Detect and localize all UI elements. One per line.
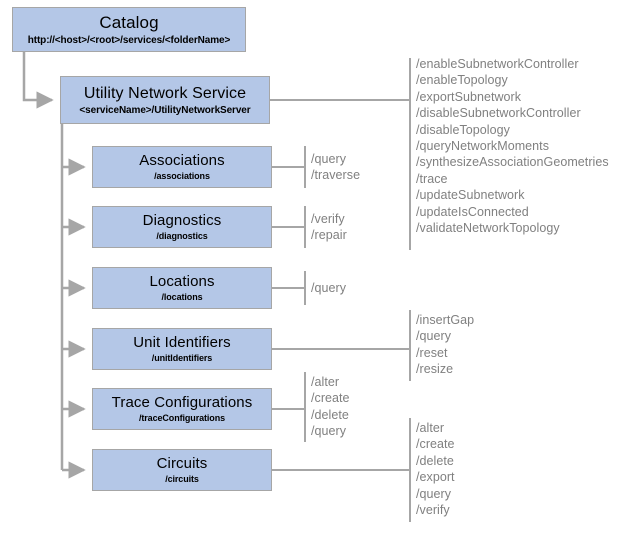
- operations-list-utility-network-service: /enableSubnetworkController /enableTopol…: [416, 56, 609, 236]
- operation-item: /disableTopology: [416, 122, 510, 137]
- operation-item: /updateSubnetwork: [416, 188, 525, 203]
- node-diagnostics-title: Diagnostics: [142, 212, 222, 229]
- operation-item: /repair: [311, 228, 347, 243]
- node-unit-identifiers-path: /unitIdentifiers: [151, 353, 213, 363]
- node-utility-network-service-title: Utility Network Service: [83, 84, 247, 102]
- operation-item: /delete: [311, 407, 349, 422]
- node-circuits-title: Circuits: [156, 455, 208, 472]
- operation-item: /reset: [416, 345, 448, 360]
- operation-item: /enableTopology: [416, 73, 508, 88]
- node-catalog[interactable]: Catalog http://<host>/<root>/services/<f…: [12, 7, 246, 52]
- operation-item: /export: [416, 470, 455, 485]
- operations-list-trace-configurations: /alter /create /delete /query: [311, 374, 350, 440]
- operation-item: /updateIsConnected: [416, 204, 529, 219]
- operation-item: /resize: [416, 362, 454, 377]
- node-unit-identifiers-title: Unit Identifiers: [133, 334, 231, 351]
- operations-list-circuits: /alter /create /delete /export /query /v…: [416, 420, 455, 518]
- edge-catalog-to-service: [22, 52, 54, 109]
- node-diagnostics[interactable]: Diagnostics /diagnostics: [92, 206, 272, 248]
- node-unit-identifiers[interactable]: Unit Identifiers /unitIdentifiers: [92, 328, 272, 370]
- operation-item: /create: [416, 437, 455, 452]
- node-locations-title: Locations: [149, 273, 215, 290]
- node-catalog-title: Catalog: [99, 12, 159, 32]
- operation-item: /disableSubnetworkController: [416, 106, 581, 121]
- operation-item: /alter: [311, 375, 340, 389]
- operation-item: /traverse: [311, 168, 361, 183]
- operation-item: /query: [416, 329, 452, 344]
- node-associations[interactable]: Associations /associations: [92, 146, 272, 188]
- operations-list-diagnostics: /verify /repair: [311, 211, 347, 244]
- operation-item: /insertGap: [416, 313, 475, 327]
- node-trace-configurations-title: Trace Configurations: [111, 394, 253, 411]
- operations-list-associations: /query /traverse: [311, 151, 360, 184]
- node-circuits[interactable]: Circuits /circuits: [92, 449, 272, 491]
- operation-item: /synthesizeAssociationGeometries: [416, 155, 609, 170]
- operation-item: /delete: [416, 453, 454, 468]
- operation-item: /alter: [416, 421, 445, 435]
- operation-item: /create: [311, 391, 350, 406]
- operation-item: /verify: [416, 502, 450, 517]
- node-catalog-path: http://<host>/<root>/services/<folderNam…: [27, 34, 231, 46]
- operation-item: /exportSubnetwork: [416, 89, 522, 104]
- operation-item: /verify: [311, 212, 345, 226]
- operation-item: /queryNetworkMoments: [416, 138, 549, 153]
- node-utility-network-service-path: <serviceName>/UtilityNetworkServer: [79, 104, 251, 116]
- operations-list-locations: /query: [311, 280, 346, 296]
- node-associations-title: Associations: [139, 152, 225, 169]
- operation-item: /trace: [416, 171, 448, 186]
- operation-item: /enableSubnetworkController: [416, 57, 579, 71]
- operation-item: /query: [416, 486, 452, 501]
- node-locations-path: /locations: [161, 292, 203, 302]
- operation-item: /query: [311, 424, 347, 439]
- node-circuits-path: /circuits: [165, 474, 199, 484]
- node-trace-configurations[interactable]: Trace Configurations /traceConfiguration…: [92, 388, 272, 430]
- operation-item: /query: [311, 281, 347, 295]
- node-associations-path: /associations: [154, 171, 210, 181]
- node-diagnostics-path: /diagnostics: [156, 231, 208, 241]
- operations-list-unit-identifiers: /insertGap /query /reset /resize: [416, 312, 474, 378]
- node-utility-network-service[interactable]: Utility Network Service <serviceName>/Ut…: [60, 76, 270, 124]
- operation-item: /query: [311, 152, 347, 166]
- node-locations[interactable]: Locations /locations: [92, 267, 272, 309]
- operation-item: /validateNetworkTopology: [416, 220, 560, 235]
- node-trace-configurations-path: /traceConfigurations: [138, 413, 225, 423]
